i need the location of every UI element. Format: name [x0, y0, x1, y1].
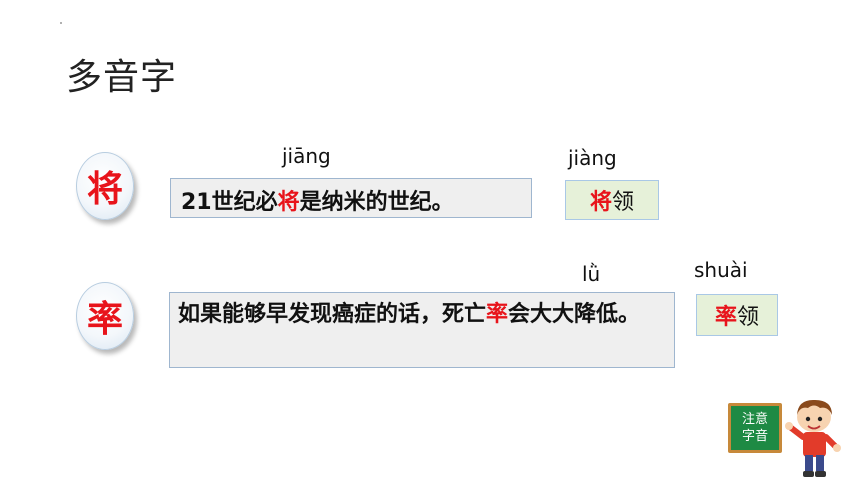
chalkboard-sign: 注意 字音: [728, 403, 782, 453]
word-box-jiangling: 将领: [565, 180, 659, 220]
sentence-text: 会大大降低。: [508, 302, 641, 327]
sentence-text: 是纳米的世纪。: [299, 190, 454, 215]
sentence-text: 如果能够早发现癌症的话，死亡: [178, 302, 487, 327]
sentence-text: 21世纪必: [181, 190, 278, 215]
sentence-highlight: 率: [486, 302, 509, 327]
word-highlight: 率: [714, 305, 737, 330]
cartoon-boy-icon: [785, 399, 841, 477]
pinyin-jiang1: jiāng: [282, 144, 331, 168]
word-highlight: 将: [589, 190, 612, 215]
page-title: 多音字: [66, 57, 178, 98]
sentence-box-2: 如果能够早发现癌症的话，死亡率会大大降低。: [169, 292, 675, 368]
pinyin-shuai4: shuài: [694, 258, 748, 282]
word-rest: 领: [737, 305, 760, 330]
sentence-box-1: 21世纪必将是纳米的世纪。: [170, 178, 532, 218]
decorative-dot: [60, 22, 62, 24]
board-line-1: 注意: [741, 412, 768, 427]
pinyin-jiang4: jiàng: [568, 146, 617, 170]
character-badge-shuai: 率: [76, 282, 134, 350]
character-badge-jiang: 将: [76, 152, 134, 220]
sentence-highlight: 将: [277, 190, 300, 215]
word-rest: 领: [612, 190, 635, 215]
board-line-2: 字音: [741, 429, 768, 444]
pinyin-lv4: lǜ: [582, 262, 601, 286]
word-box-shuailing: 率领: [696, 294, 778, 336]
